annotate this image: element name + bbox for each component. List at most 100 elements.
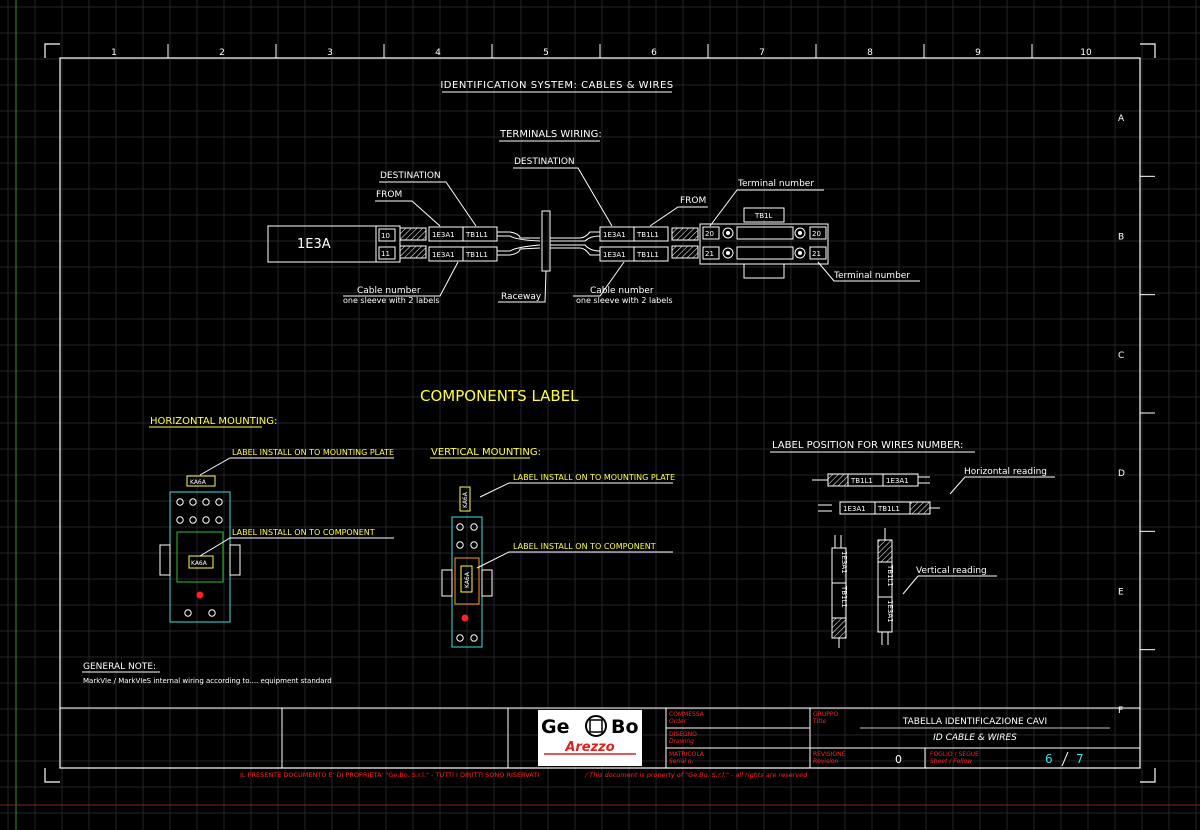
- general-note-heading: GENERAL NOTE:: [83, 662, 156, 672]
- column-number: 3: [327, 48, 333, 58]
- disegno-label: DISEGNO: [669, 731, 697, 738]
- terminal-number-top-label: Terminal number: [737, 179, 814, 189]
- raceway-label: Raceway: [501, 292, 542, 302]
- socket-hole: [470, 634, 478, 642]
- wire-label-position-section: LABEL POSITION FOR WIRES NUMBER: TB1L1 1…: [770, 440, 1055, 648]
- device-tag: 1E3A: [297, 237, 331, 252]
- h-wire-top-a: TB1L1: [850, 477, 873, 485]
- foglio-label: FOGLIO / SEGUE: [930, 751, 979, 758]
- socket-hole: [176, 516, 184, 524]
- socket-hole: [470, 523, 478, 531]
- left-sleeve-bot-a: 1E3A1: [432, 251, 455, 259]
- far-pin-21: 21: [812, 250, 821, 258]
- v-tag-comp: KA6A: [464, 571, 471, 588]
- logo-city: Arezzo: [564, 740, 614, 755]
- row-letter: F: [1118, 706, 1123, 716]
- revisione-label: REVISIONE: [813, 751, 846, 758]
- h-label-plate: LABEL INSTALL ON TO MOUNTING PLATE: [232, 448, 394, 457]
- v-label-plate: LABEL INSTALL ON TO MOUNTING PLATE: [513, 473, 675, 482]
- row-ruler: A B C D E F: [1118, 114, 1155, 716]
- horizontal-mounting-section: HORIZONTAL MOUNTING: LABEL INSTALL ON TO…: [149, 416, 394, 623]
- v-wire-left-a: 1E3A1: [840, 551, 848, 574]
- v-wire-right-a: TB1L1: [886, 564, 894, 587]
- vertical-relay-holes: [456, 523, 478, 642]
- foglio-en: Sheet / Follow: [930, 758, 972, 765]
- revisione-en: Revision: [813, 758, 839, 765]
- left-sleeve-bot-b: TB1L1: [465, 251, 488, 259]
- h-wire-bot-b: TB1L1: [877, 505, 900, 513]
- row-letter: A: [1118, 114, 1125, 124]
- column-number: 1: [111, 48, 117, 58]
- v-tag-top: KA6A: [462, 491, 469, 508]
- cable-number-left-label: Cable number: [357, 286, 421, 296]
- destination-left-label: DESTINATION: [380, 171, 441, 181]
- column-number: 9: [975, 48, 981, 58]
- far-pin-20: 20: [812, 230, 821, 238]
- socket-hole: [189, 516, 197, 524]
- terminal-number-bottom-label: Terminal number: [833, 271, 910, 281]
- gruppo-label: GRUPPO: [813, 711, 838, 718]
- sheet-frame: [44, 43, 1156, 783]
- right-pin-20: 20: [705, 230, 714, 238]
- matricola-en: Serial n.: [669, 758, 694, 765]
- revision-value: 0: [895, 753, 902, 766]
- general-note-text: MarkVIe / MarkVIeS internal wiring accor…: [83, 677, 332, 685]
- matricola-label: MATRICOLA: [669, 751, 705, 758]
- title-block: Ge Bo Arezzo COMMESSA Order DISEGNO Draw…: [60, 707, 1140, 768]
- sheet-total: 7: [1076, 752, 1084, 766]
- wire-position-heading: LABEL POSITION FOR WIRES NUMBER:: [772, 440, 963, 451]
- socket-hole: [189, 498, 197, 506]
- row-letter: B: [1118, 233, 1124, 243]
- column-number: 10: [1080, 48, 1092, 58]
- left-sleeve-top-a: 1E3A1: [432, 231, 455, 239]
- commessa-en: Order: [669, 718, 687, 725]
- socket-hole: [202, 516, 210, 524]
- socket-hole: [184, 609, 192, 617]
- h-tag-top: KA6A: [190, 479, 207, 486]
- v-label-component: LABEL INSTALL ON TO COMPONENT: [513, 542, 656, 551]
- logo-bo: Bo: [611, 716, 639, 738]
- socket-hole: [215, 516, 223, 524]
- column-number: 7: [759, 48, 765, 58]
- right-pin-21: 21: [705, 250, 714, 258]
- row-letter: E: [1118, 588, 1124, 598]
- column-number: 6: [651, 48, 657, 58]
- h-label-component: LABEL INSTALL ON TO COMPONENT: [232, 528, 375, 537]
- terminals-heading: TERMINALS WIRING:: [499, 129, 602, 140]
- terminal-block-tag: TB1L: [754, 212, 773, 220]
- horizontal-reading-label: Horizontal reading: [964, 467, 1047, 477]
- horizontal-heading: HORIZONTAL MOUNTING:: [150, 416, 277, 427]
- drawing-title-en: ID CABLE & WIRES: [933, 733, 1017, 743]
- left-sleeve-top-b: TB1L1: [465, 231, 488, 239]
- column-number: 5: [543, 48, 549, 58]
- socket-hole: [176, 498, 184, 506]
- left-pin-10: 10: [381, 232, 390, 240]
- socket-hole: [456, 634, 464, 642]
- components-heading: COMPONENTS LABEL: [420, 387, 579, 405]
- column-number: 4: [435, 48, 441, 58]
- commessa-label: COMMESSA: [669, 711, 705, 718]
- drawing-title-it: TABELLA IDENTIFICAZIONE CAVI: [902, 717, 1047, 727]
- socket-hole: [202, 498, 210, 506]
- right-sleeve-top-b: TB1L1: [636, 231, 659, 239]
- socket-hole: [456, 541, 464, 549]
- vertical-mounting-section: VERTICAL MOUNTING: LABEL INSTALL ON TO M…: [430, 447, 675, 648]
- vertical-reading-label: Vertical reading: [916, 566, 987, 576]
- v-wire-left-b: TB1L1: [840, 585, 848, 608]
- horizontal-relay-holes: [176, 498, 223, 617]
- socket-hole: [470, 541, 478, 549]
- logo-ge: Ge: [541, 716, 569, 738]
- cable-number-right-sub: one sleeve with 2 labels: [576, 296, 673, 305]
- cable-number-right-label: Cable number: [590, 286, 654, 296]
- from-left-label: FROM: [376, 190, 402, 200]
- row-letter: C: [1118, 351, 1124, 361]
- destination-right-label: DESTINATION: [514, 157, 575, 167]
- h-tag-comp: KA6A: [191, 560, 208, 567]
- property-note-en: / This document is property of "Ge.Bo. S…: [584, 771, 808, 779]
- gruppo-en: Title: [813, 718, 826, 725]
- sheet-number: 6: [1045, 752, 1053, 766]
- row-letter: D: [1118, 469, 1125, 479]
